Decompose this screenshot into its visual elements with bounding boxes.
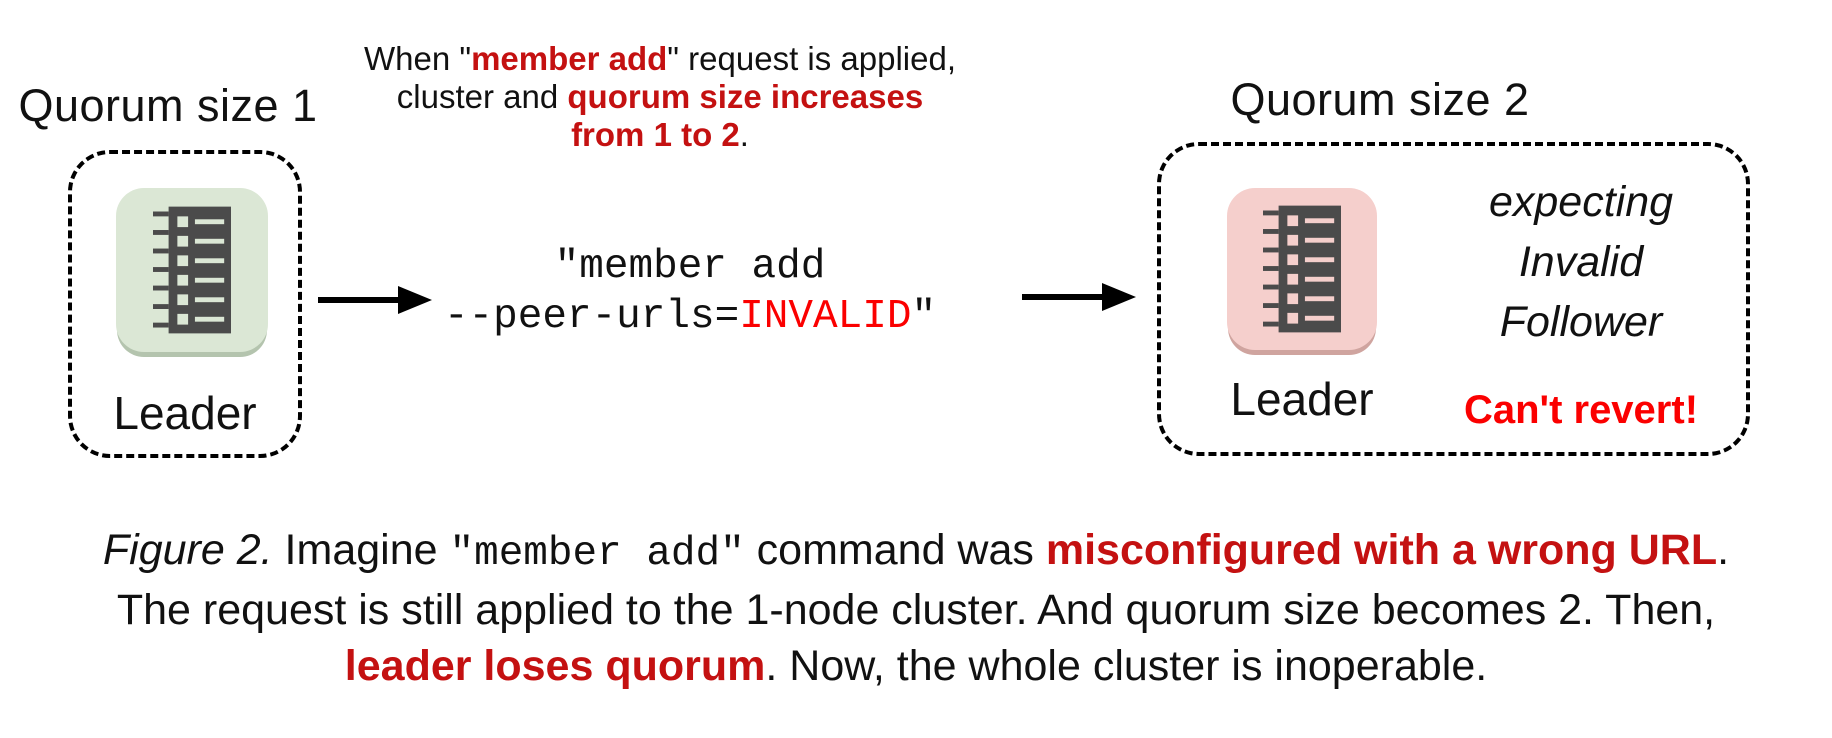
caption-text: Imagine: [272, 526, 450, 574]
cant-revert-warning: Can't revert!: [1463, 388, 1699, 432]
caption-text: . Now, the whole cluster is inoperable.: [765, 642, 1488, 690]
annotation-text: cluster and: [396, 78, 568, 115]
figure-caption: Figure 2. Imagine "member add" command w…: [0, 522, 1832, 694]
command-peer-urls: --peer-urls=: [443, 294, 740, 340]
annotation-text: .: [739, 116, 749, 153]
cluster-box-size-2: Leader expecting Invalid Follower Can't …: [1157, 142, 1750, 456]
caption-text: .: [1717, 526, 1730, 574]
leader-label-left: Leader: [113, 387, 257, 439]
command-invalid-value: INVALID: [739, 294, 912, 340]
arrow-right-icon: [318, 286, 432, 314]
member-add-command: "member add --peer-urls=INVALID": [400, 242, 980, 342]
expecting-line: expecting: [1488, 178, 1674, 226]
leader-node-tile-pink: [1227, 188, 1377, 350]
caption-leader-loses-quorum: leader loses quorum: [344, 642, 766, 690]
caption-text: command was: [744, 526, 1046, 574]
annotation-from-1-to-2: from 1 to 2: [571, 116, 740, 153]
server-log-icon: [153, 206, 231, 334]
arrow-right-icon: [1022, 283, 1136, 311]
expecting-line: Invalid: [1518, 238, 1644, 286]
caption-misconfigured: misconfigured with a wrong URL: [1045, 526, 1718, 574]
expecting-invalid-follower-text: expecting Invalid Follower: [1416, 172, 1746, 352]
expecting-line: Follower: [1499, 298, 1663, 346]
annotation-member-add: member add: [471, 40, 668, 77]
caption-line-1: Figure 2. Imagine "member add" command w…: [0, 522, 1832, 582]
annotation-text: " request is applied,: [667, 40, 957, 77]
caption-line-2: The request is still applied to the 1-no…: [116, 586, 1716, 634]
quorum-size-2-label: Quorum size 2: [1230, 74, 1530, 125]
member-add-annotation: When "member add" request is applied, cl…: [345, 40, 975, 154]
command-close-quote: ": [911, 294, 937, 340]
caption-line-3: leader loses quorum. Now, the whole clus…: [0, 638, 1832, 694]
quorum-size-1-label: Quorum size 1: [18, 80, 318, 131]
server-log-icon: [1263, 205, 1341, 333]
cluster-box-size-1: Leader: [68, 150, 302, 458]
caption-member-add-code: "member add": [449, 531, 745, 577]
leader-node-tile-green: [116, 188, 268, 352]
annotation-quorum-increase: quorum size increases: [567, 78, 924, 115]
annotation-text: When ": [363, 40, 472, 77]
leader-label-right: Leader: [1230, 373, 1374, 425]
command-line-1: "member add: [554, 244, 826, 290]
figure-number: Figure 2.: [102, 526, 273, 574]
